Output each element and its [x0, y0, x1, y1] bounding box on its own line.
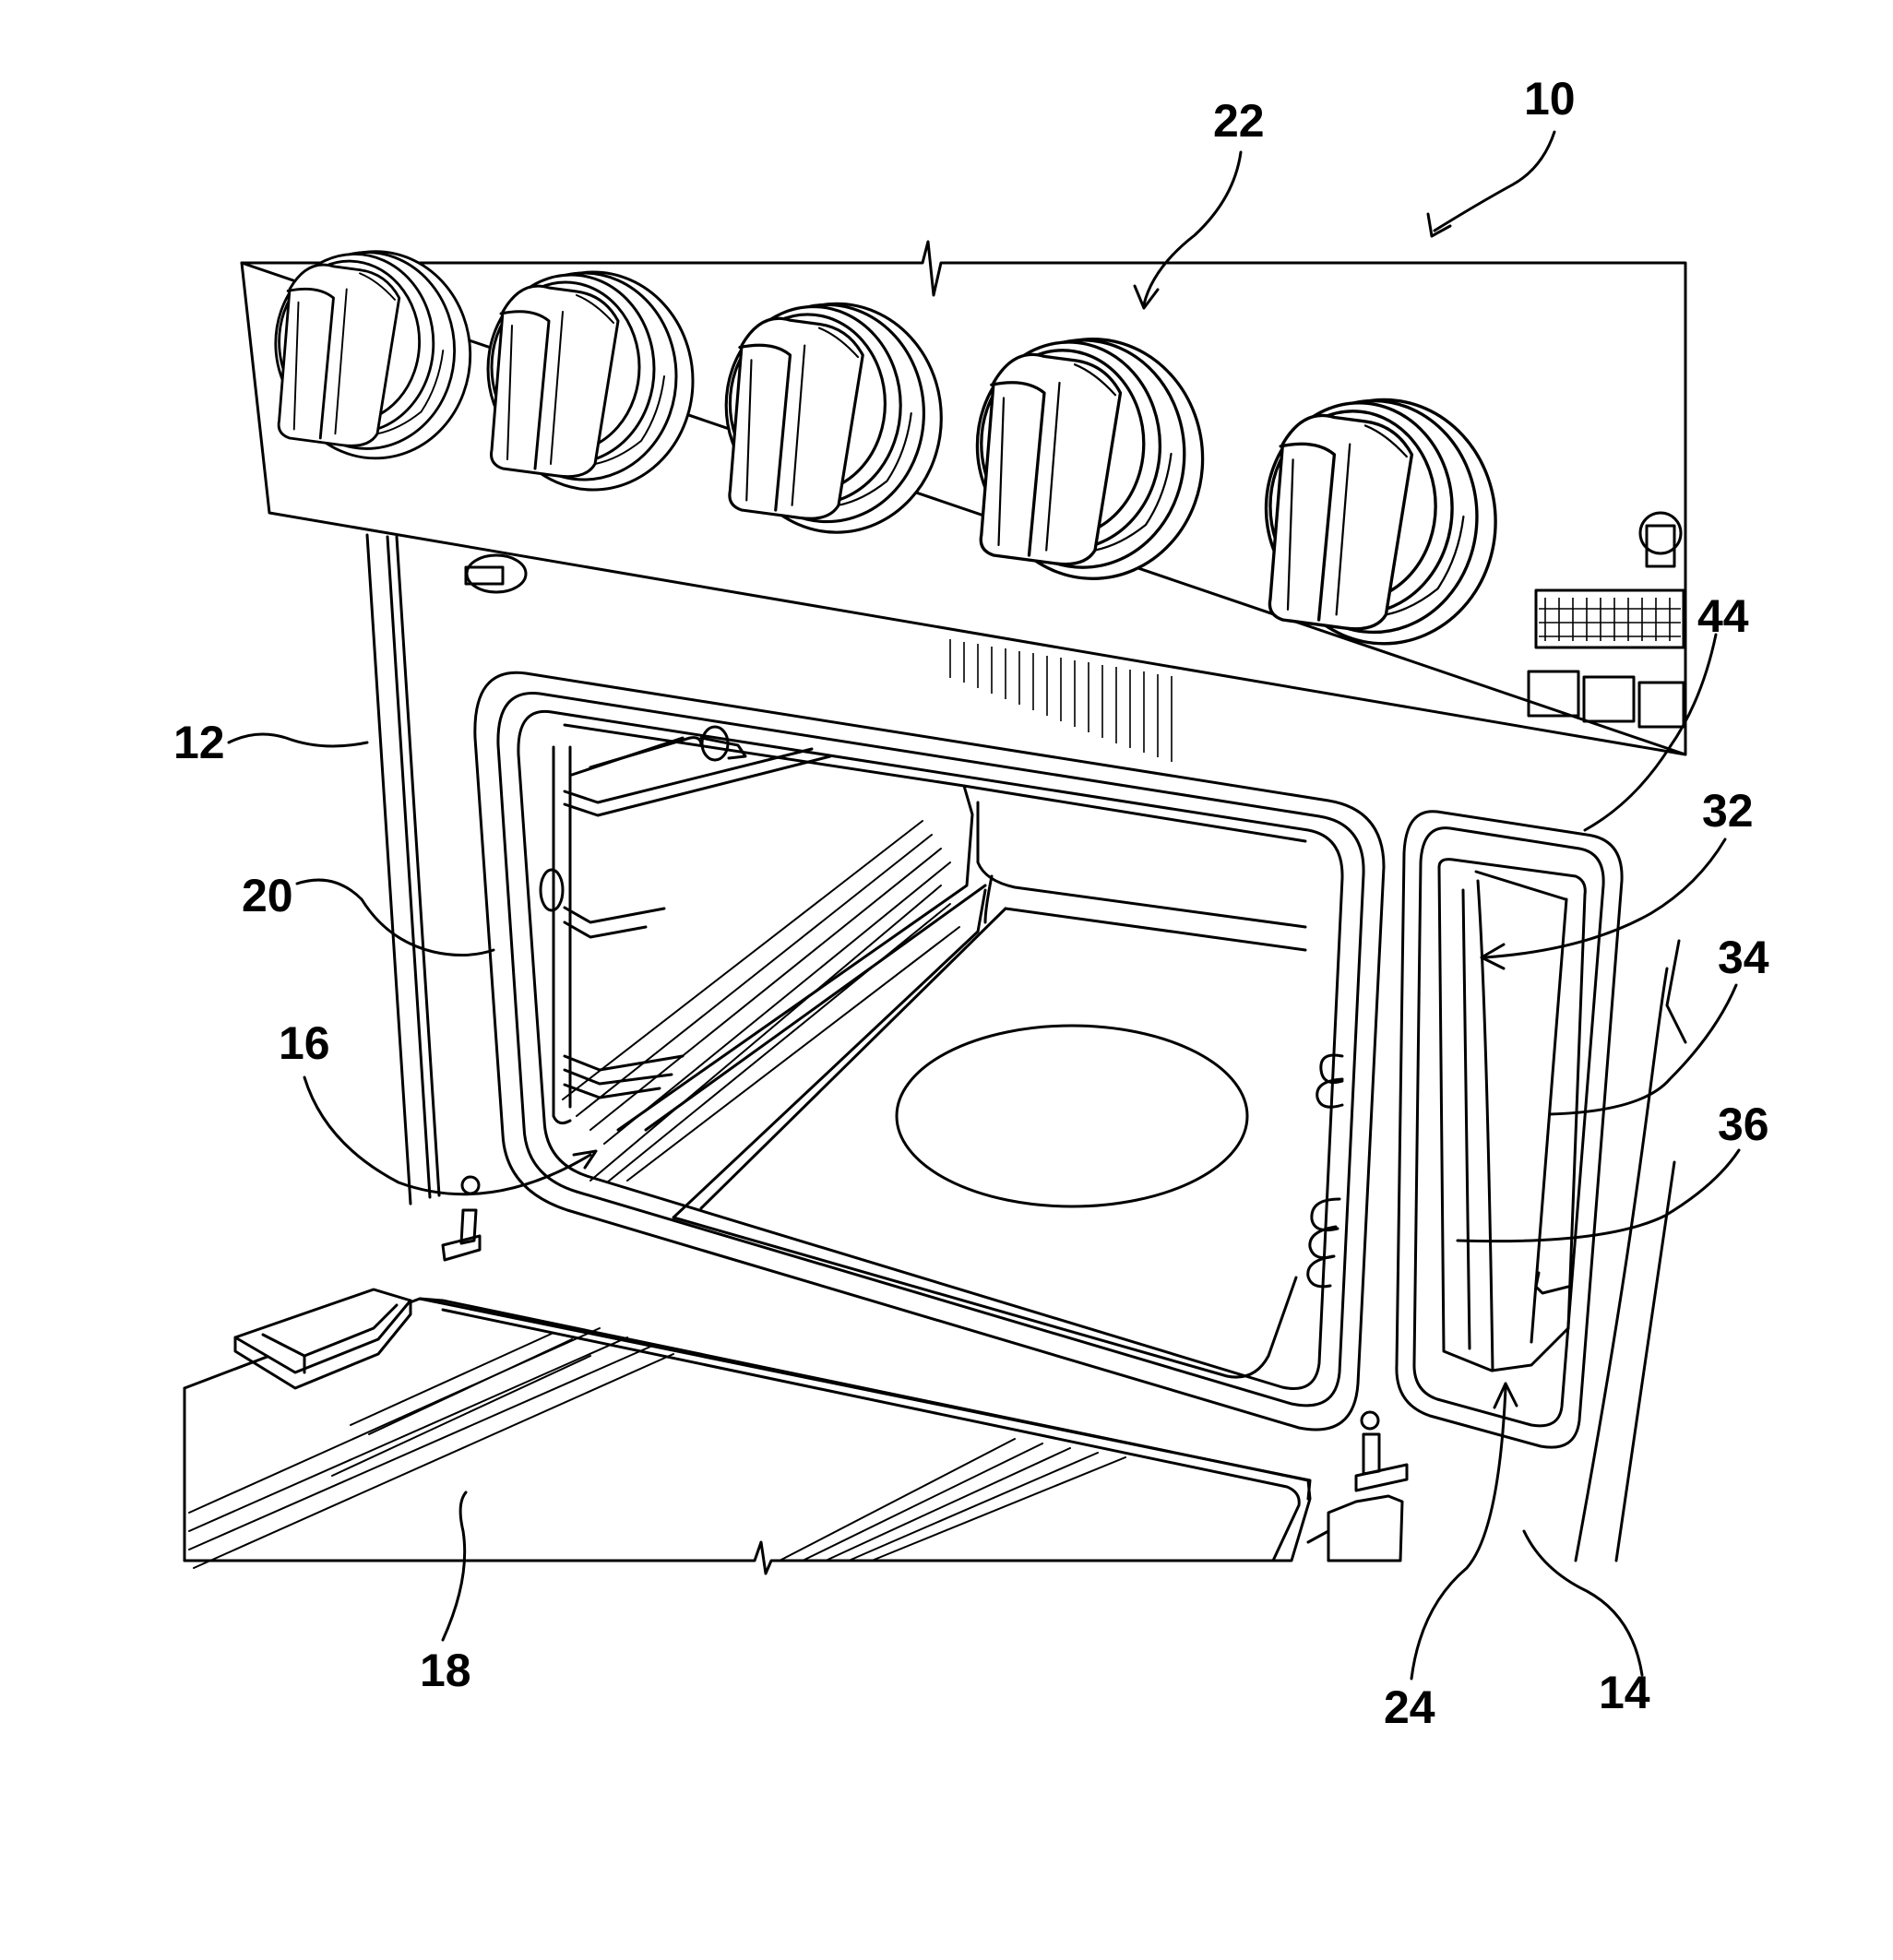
ref-36: 36	[1718, 1099, 1769, 1150]
ref-44: 44	[1697, 590, 1749, 642]
knob-4	[977, 339, 1202, 579]
pocket-assembly	[1397, 812, 1622, 1447]
ref-14: 14	[1599, 1667, 1650, 1718]
knob-1	[276, 252, 470, 458]
ref-34: 34	[1718, 932, 1769, 983]
ref-18: 18	[420, 1645, 471, 1696]
ref-32: 32	[1702, 785, 1754, 837]
ref-22: 22	[1213, 95, 1265, 147]
seal-frame	[475, 672, 1384, 1430]
oven-cavity	[541, 725, 1342, 1377]
ref-20: 20	[242, 870, 293, 921]
control-knobs	[276, 252, 1495, 644]
knob-2	[488, 272, 693, 490]
knob-5	[1266, 399, 1495, 643]
ref-12: 12	[173, 717, 225, 768]
ref-10: 10	[1524, 73, 1576, 125]
ref-16: 16	[279, 1017, 330, 1069]
knob-3	[726, 303, 941, 532]
ref-24: 24	[1384, 1681, 1435, 1733]
housing-side-panel	[367, 535, 439, 1204]
